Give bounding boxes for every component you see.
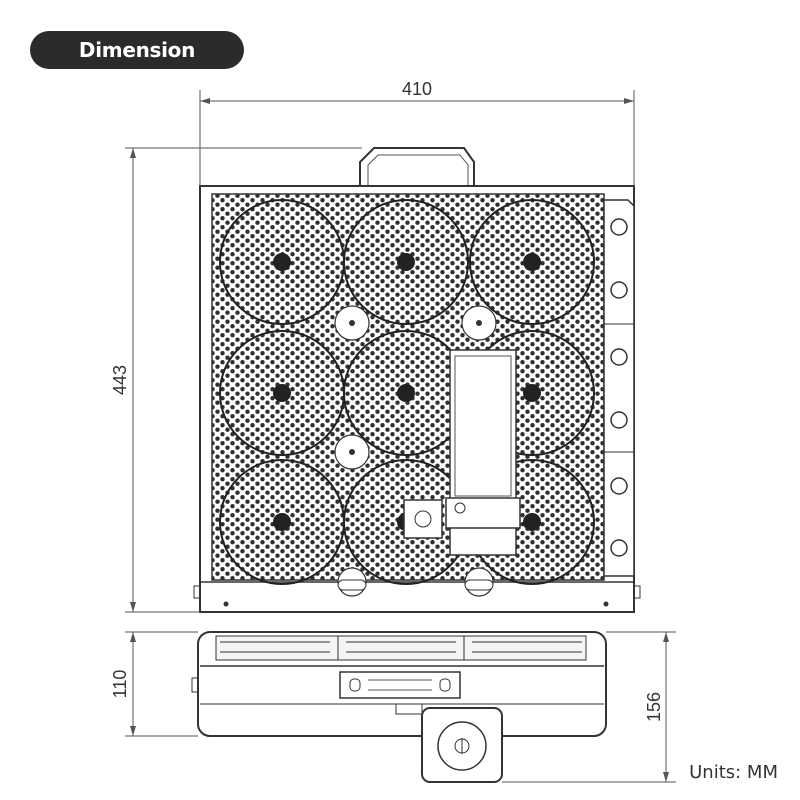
side-view	[191, 631, 607, 783]
fan-outlines	[219, 199, 595, 585]
front-view	[193, 147, 641, 613]
side-rail	[603, 199, 635, 577]
rail-holes	[610, 218, 628, 557]
width-label: 410	[402, 79, 432, 99]
depth-total-label: 156	[644, 692, 664, 722]
height-label: 443	[110, 365, 130, 395]
units-label: Units: MM	[689, 762, 778, 783]
top-handle	[359, 147, 475, 186]
depth-body-label: 110	[110, 670, 130, 699]
dimension-arrows	[130, 98, 669, 782]
dimension-lines	[125, 90, 676, 783]
diagram-title: Dimension Diagram	[30, 31, 244, 100]
